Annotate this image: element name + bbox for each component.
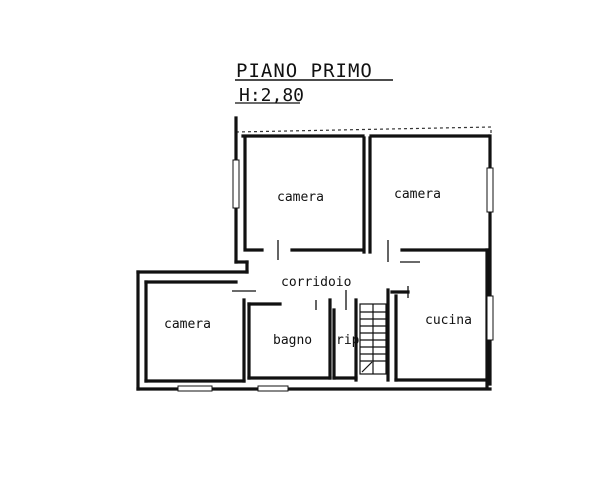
exterior-walls xyxy=(136,116,492,391)
room-label-corridoio: corridoio xyxy=(281,275,351,290)
room-label-camera-top-right: camera xyxy=(394,187,441,202)
room-label-cucina: cucina xyxy=(425,313,472,328)
room-label-camera-left: camera xyxy=(164,317,211,332)
interior-walls xyxy=(144,136,489,388)
room-label-bagno: bagno xyxy=(273,333,312,348)
room-label-camera-top-left: camera xyxy=(277,190,324,205)
ceiling-height: H:2,80 xyxy=(239,85,304,106)
room-label-rip: rip xyxy=(336,333,360,348)
windows xyxy=(177,159,494,392)
staircase xyxy=(359,303,387,375)
plan-title: PIANO PRIMO xyxy=(236,60,373,82)
terrace-edge-dashed xyxy=(235,126,492,133)
